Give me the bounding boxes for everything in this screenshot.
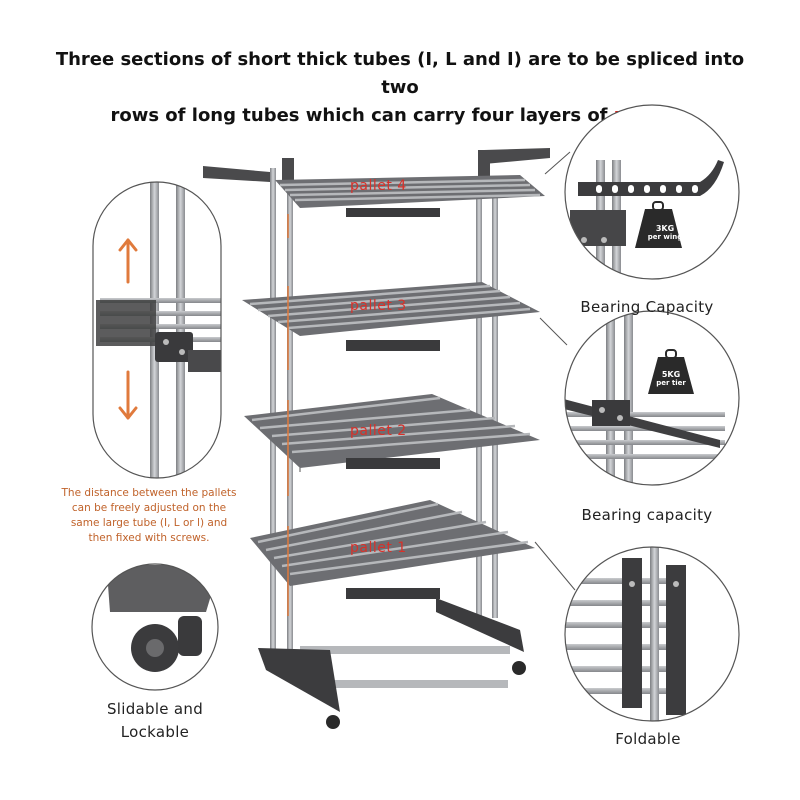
wing-weight-value: 3KG: [655, 224, 675, 233]
wing-weight-unit: per wing: [647, 233, 683, 241]
weight-icon: [648, 349, 694, 394]
pallet-1-label: pallet 1: [350, 540, 407, 556]
headline-line-1: Three sections of short thick tubes (I, …: [55, 49, 745, 98]
wheels-caption-line-2: Lockable: [120, 723, 190, 741]
up-arrow-icon: [118, 238, 138, 284]
adjustable-note: The distance between the pallets can be …: [61, 487, 237, 544]
rack-shelf-1: [250, 500, 535, 599]
tier-weight-unit: per tier: [656, 379, 686, 387]
tier-weight-value: 5KG: [661, 370, 681, 379]
wheel-closeup: [92, 564, 218, 690]
headline-line-2-text: rows of long tubes which can carry four …: [110, 105, 614, 126]
top-wings: [203, 148, 550, 182]
pallet-4-label: pallet 4: [350, 178, 407, 194]
rack-shelf-4: [275, 175, 545, 217]
rack-shelf-2: [244, 394, 540, 469]
weight-icon: [635, 201, 682, 248]
rack-shelf-3: [242, 282, 540, 351]
wheels-caption: Slidable and Lockable: [80, 698, 230, 744]
rack-base: [258, 598, 526, 729]
bearing-capacity-wing-caption: Bearing Capacity: [580, 298, 714, 316]
wheels-caption-line-1: Slidable and: [106, 700, 204, 718]
adjustable-closeup: [93, 182, 221, 478]
tier-weight-badge: 5KG per tier: [648, 370, 694, 388]
pallet-2-label: pallet 2: [350, 423, 407, 439]
wheel-icon: [131, 624, 179, 672]
bearing-capacity-tier-caption: Bearing capacity: [581, 506, 713, 524]
down-arrow-icon: [118, 370, 138, 420]
foldable-caption: Foldable: [615, 730, 681, 748]
tier-capacity-closeup: [565, 311, 739, 485]
rack-frame: [203, 148, 550, 729]
pallet-3-label: pallet 3: [350, 298, 407, 314]
wing-weight-badge: 3KG per wing: [636, 224, 694, 242]
foldable-closeup: [565, 547, 739, 721]
